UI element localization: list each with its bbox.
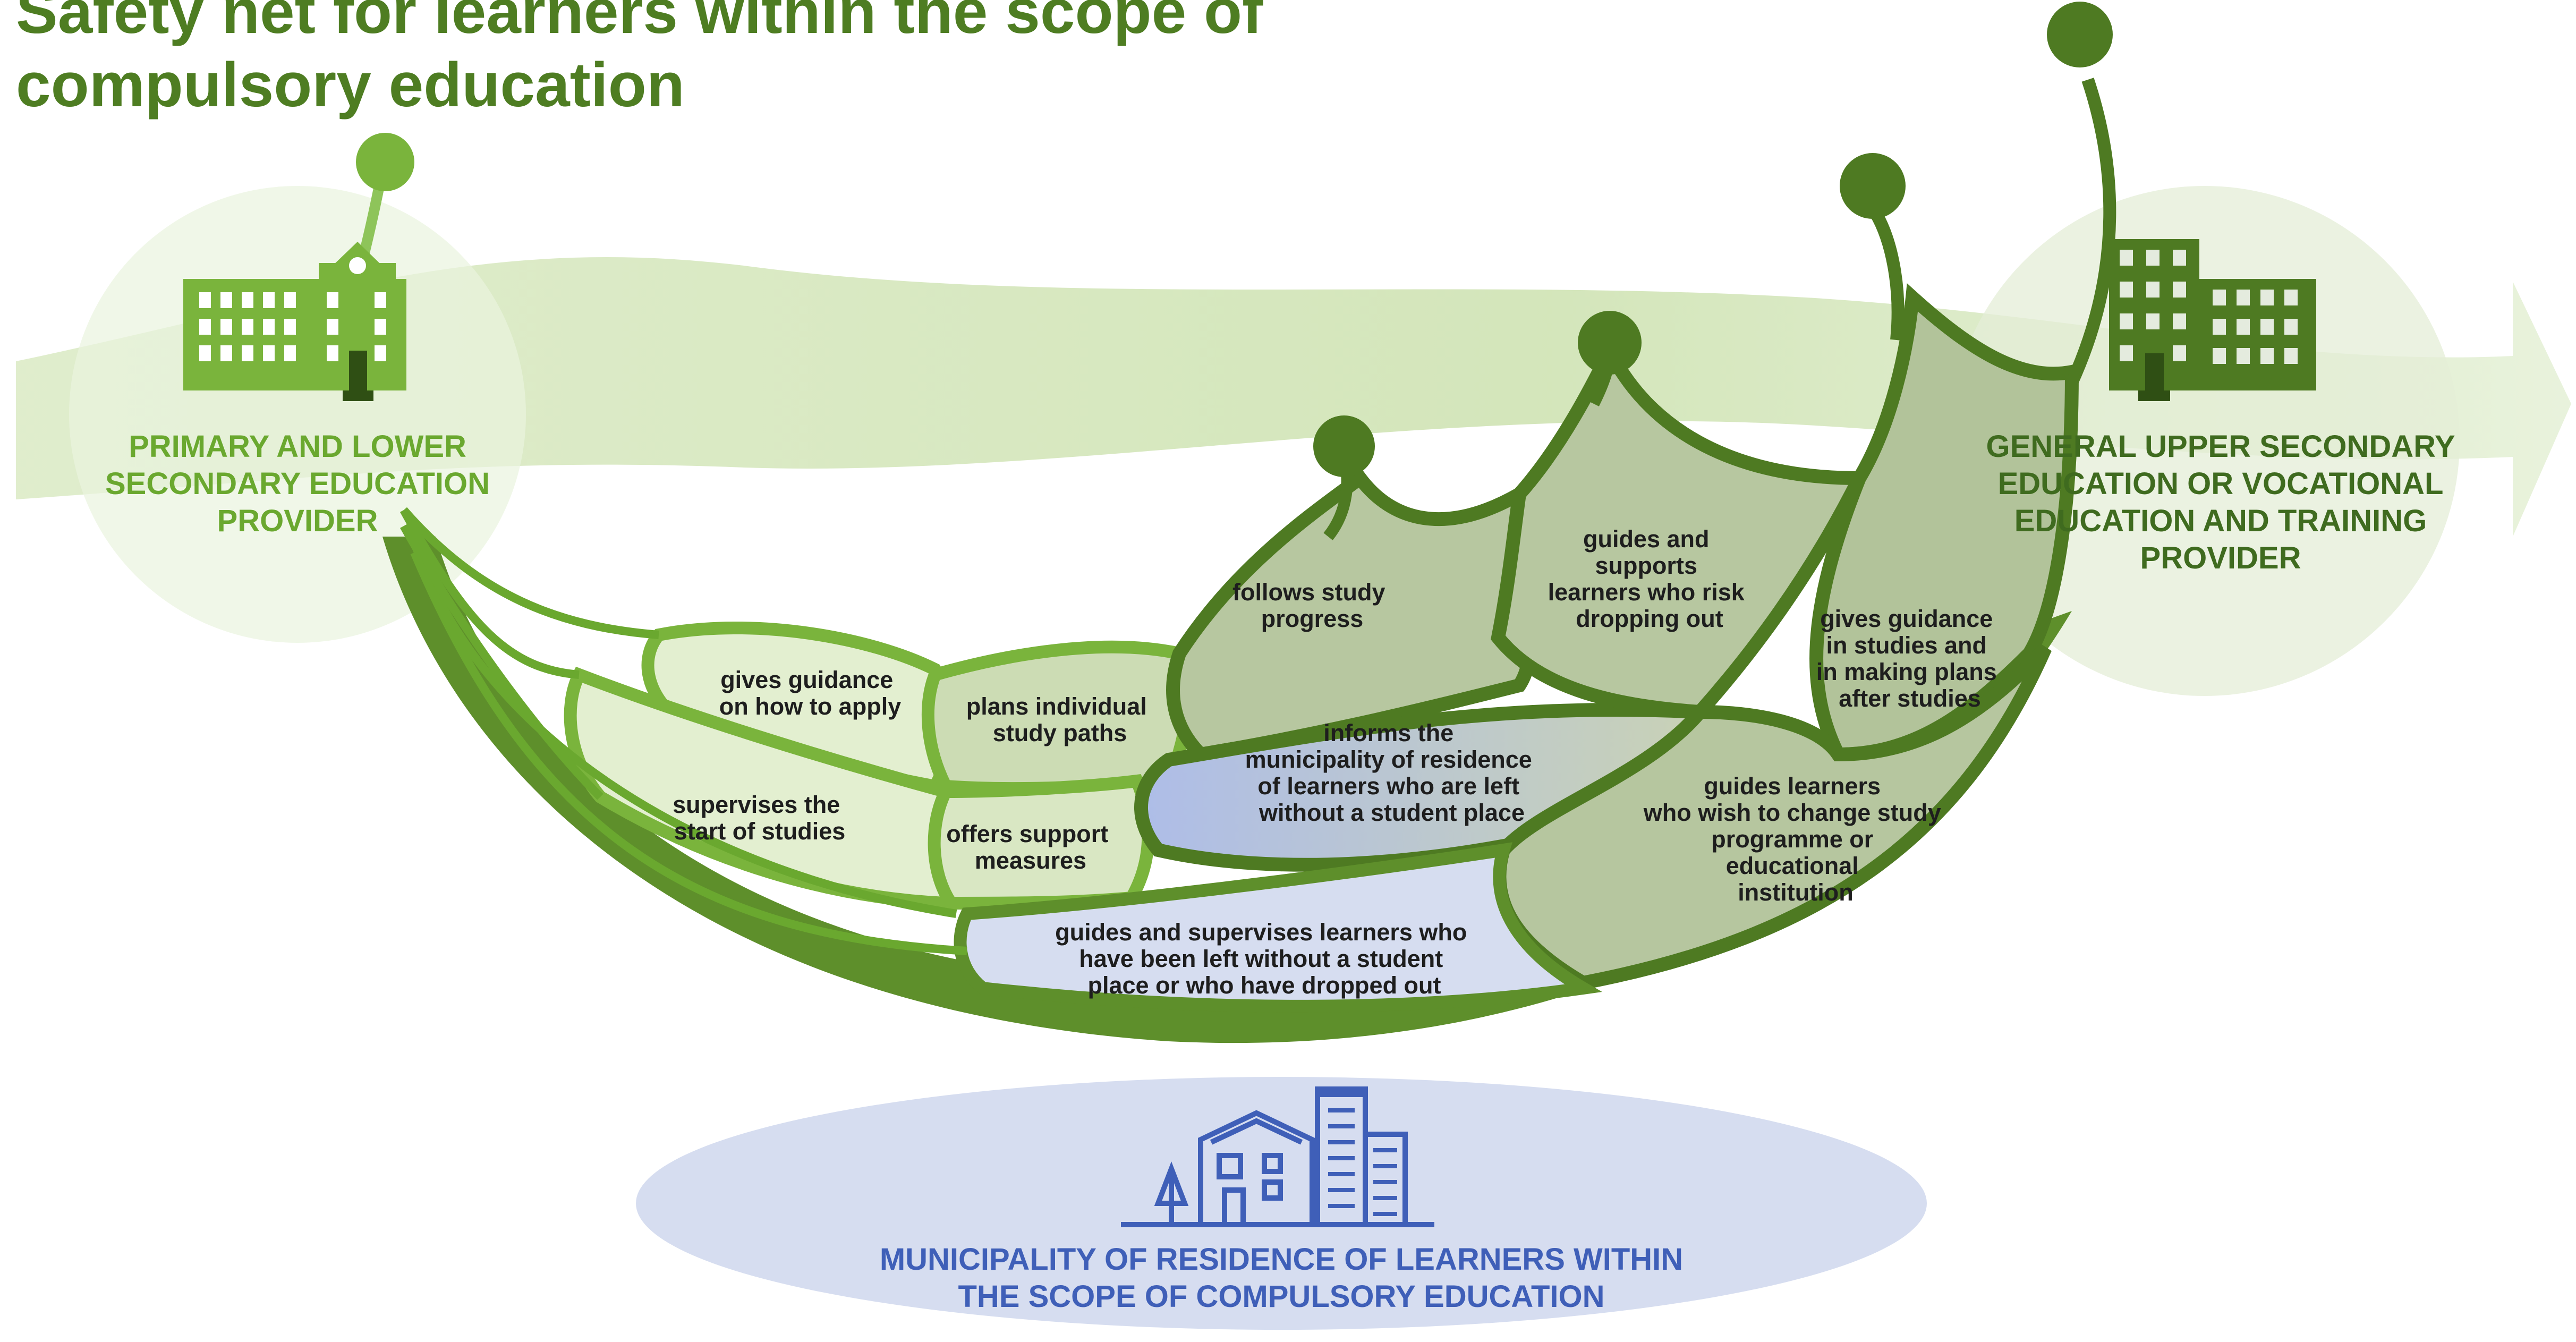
left-provider-halo: [69, 186, 526, 643]
step-gives-guidance-apply: gives guidance on how to apply: [719, 666, 901, 720]
title-line-1: Safety net for learners within the scope…: [16, 0, 1263, 47]
left-provider-line-1: PRIMARY AND LOWER: [129, 429, 466, 464]
right-provider-line-2: EDUCATION OR VOCATIONAL: [1998, 466, 2444, 501]
tendrils: [356, 2, 2116, 540]
right-provider-line-4: PROVIDER: [2140, 541, 2301, 575]
step-guides-supports: guides and supports learners who risk dr…: [1548, 525, 1752, 632]
left-provider-line-2: SECONDARY EDUCATION: [105, 466, 490, 501]
step-guides-supervises: guides and supervises learners who have …: [1055, 919, 1474, 999]
left-provider-line-3: PROVIDER: [217, 504, 378, 538]
school-building-icon: [183, 242, 406, 401]
upper-secondary-building-icon: [2109, 239, 2316, 401]
step-gives-guidance-plans: gives guidance in studies and in making …: [1816, 605, 2004, 712]
right-provider-line-3: EDUCATION AND TRAINING: [2014, 504, 2427, 538]
step-supervises-start: supervises the start of studies: [673, 791, 847, 845]
right-provider-halo: [1950, 186, 2460, 696]
municipality-line-1: MUNICIPALITY OF RESIDENCE OF LEARNERS WI…: [880, 1242, 1683, 1277]
right-provider-label: GENERAL UPPER SECONDARY EDUCATION OR VOC…: [1986, 429, 2455, 575]
municipality-town-icon: [1121, 1086, 1434, 1227]
municipality-label: MUNICIPALITY OF RESIDENCE OF LEARNERS WI…: [880, 1242, 1683, 1314]
cell-gives-guidance-plans: [1809, 283, 2079, 762]
net-strands: [399, 507, 967, 955]
cell-guides-supervises: [954, 842, 1602, 1013]
title-line-2: compulsory education: [16, 50, 685, 120]
right-provider-line-1: GENERAL UPPER SECONDARY: [1986, 429, 2455, 464]
municipality-line-2: THE SCOPE OF COMPULSORY EDUCATION: [958, 1279, 1604, 1314]
step-offers-support: offers support measures: [946, 820, 1115, 874]
cell-guides-change: [1492, 643, 2052, 990]
step-guides-change: guides learners who wish to change study…: [1643, 772, 1948, 906]
step-follows-progress: follows study progress: [1232, 579, 1392, 632]
step-plans-paths: plans individual study paths: [966, 693, 1154, 746]
step-informs-municipality: informs the municipality of residence of…: [1245, 719, 1539, 826]
left-provider-label: PRIMARY AND LOWER SECONDARY EDUCATION PR…: [105, 429, 490, 538]
municipality-ellipse: [636, 1077, 1927, 1330]
